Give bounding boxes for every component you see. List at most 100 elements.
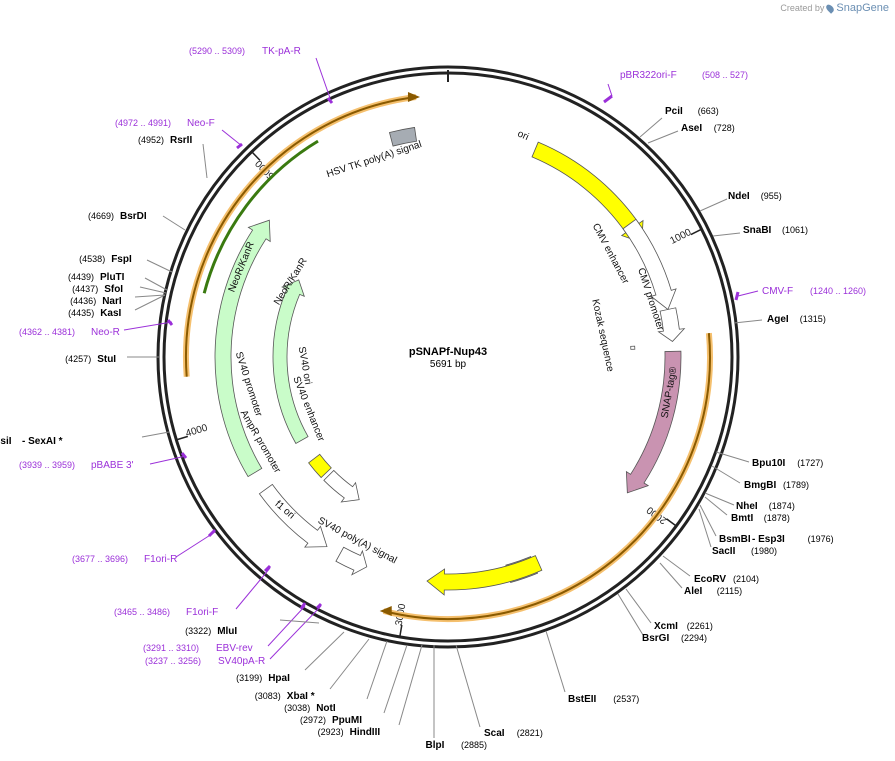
primer-name: CMV-F <box>762 286 793 297</box>
site-leader <box>304 631 345 671</box>
site-coord: (4669) <box>88 211 114 221</box>
tick-mark <box>690 228 702 236</box>
site-leader <box>329 638 370 690</box>
primer-coord: (1240 .. 1260) <box>810 286 866 296</box>
site-coord: (1315) <box>800 314 826 324</box>
site-leader <box>134 294 166 311</box>
site-leader <box>699 504 717 537</box>
site-coord: (3322) <box>185 626 211 636</box>
tick-mark <box>251 151 261 161</box>
site-name: NheI <box>736 501 758 512</box>
plasmid-size: 5691 bp <box>430 359 467 370</box>
primer-name: Neo-R <box>91 327 120 338</box>
primer-leader <box>607 83 613 97</box>
site-leader <box>141 431 170 438</box>
site-coord: (4257) <box>65 354 91 364</box>
site-leader <box>699 198 728 212</box>
site-name: StuI <box>97 354 116 365</box>
site-name: CsiI <box>0 436 12 447</box>
primer-mark <box>263 564 272 573</box>
site-name: XbaI * <box>287 691 315 702</box>
primer-coord: (3465 .. 3486) <box>114 607 170 617</box>
site-coord: (4439) <box>68 272 94 282</box>
site-leader <box>733 319 763 324</box>
feature-sv40-enhancer <box>323 469 360 503</box>
credit-prefix: Created by <box>780 3 825 13</box>
site-leader <box>698 508 712 548</box>
orf-arcs <box>183 91 713 623</box>
site-name: BsmBI <box>719 534 751 545</box>
primer-name: F1ori-F <box>186 607 218 618</box>
primer-leader <box>175 531 216 558</box>
primer-coord: (508 .. 527) <box>702 70 748 80</box>
site-coord: (2885) <box>461 740 487 750</box>
site-name: HindIII <box>350 727 381 738</box>
site-coord: (2821) <box>517 728 543 738</box>
neo-orf-line <box>185 96 417 377</box>
site-leader <box>146 259 173 273</box>
site-coord: (4435) <box>68 308 94 318</box>
feature-f1-ori <box>426 555 543 596</box>
site-coord: (2972) <box>300 715 326 725</box>
site-name: SfoI <box>104 284 123 295</box>
site-leader <box>715 451 750 463</box>
site-leader <box>366 640 388 700</box>
site-coord: (1874) <box>769 501 795 511</box>
primer-name: pBR322ori-F <box>620 70 677 81</box>
snap-orf-highlight <box>382 332 713 623</box>
site-name: PciI <box>665 106 683 117</box>
site-leader <box>134 294 166 298</box>
site-name: NdeI <box>728 191 750 202</box>
site-name: BlpI <box>426 740 445 751</box>
primer-mark <box>603 94 613 104</box>
primer-mark <box>236 142 243 150</box>
feature-label: Kozak sequence <box>589 298 615 373</box>
feature-sv40-ori <box>308 453 332 479</box>
primer-coord: (3677 .. 3696) <box>72 554 128 564</box>
feature-neor-kanr <box>214 219 271 478</box>
site-leader <box>545 630 566 693</box>
site-isoschizomer: - Esp3I <box>752 534 785 545</box>
site-leader <box>202 143 208 179</box>
site-name: BmgBI <box>744 480 776 491</box>
site-leader <box>625 588 652 624</box>
feature-label: SV40 promoter <box>233 351 264 419</box>
feature-hsv-tk-poly-a-signal <box>388 126 418 147</box>
primer-name: EBV-rev <box>216 643 253 654</box>
site-coord: (4538) <box>79 254 105 264</box>
site-coord: (2294) <box>681 633 707 643</box>
credit-brand: SnapGene <box>836 2 889 14</box>
primer-name: SV40pA-R <box>218 656 265 667</box>
snapgene-credit: Created by SnapGene <box>780 2 889 14</box>
primer-leader <box>737 290 759 297</box>
primer-leader <box>315 57 331 99</box>
site-name: SnaBI <box>743 225 772 236</box>
feature-ampr-promoter <box>335 546 368 576</box>
site-leader <box>144 277 168 291</box>
neo-inner-line <box>202 139 319 294</box>
site-coord: (2923) <box>318 727 344 737</box>
site-coord: (2261) <box>687 621 713 631</box>
primer-leader <box>123 321 173 331</box>
primer-mark <box>299 602 307 610</box>
feature-label: HSV TK poly(A) signal <box>325 139 423 180</box>
site-name: AseI <box>681 123 702 134</box>
restriction-sites: PciI(663)AseI(728)NdeI(955)SnaBI(1061)Ag… <box>0 106 834 751</box>
tick-mark <box>399 624 403 638</box>
tick-mark <box>176 435 189 441</box>
primer-mark <box>326 97 334 104</box>
site-coord: (2104) <box>733 574 759 584</box>
primer-mark <box>734 291 740 301</box>
site-name: BmtI <box>731 513 753 524</box>
site-coord: (1878) <box>764 513 790 523</box>
site-leader <box>139 286 167 294</box>
site-leader <box>639 117 663 138</box>
primer-leader <box>267 605 306 647</box>
primer-name: F1ori-R <box>144 554 177 565</box>
site-name: ScaI <box>484 728 505 739</box>
site-leader <box>704 492 735 506</box>
site-leader <box>647 130 679 144</box>
site-name: PluTI <box>100 272 125 283</box>
snap-orf-arrowhead <box>379 605 392 616</box>
